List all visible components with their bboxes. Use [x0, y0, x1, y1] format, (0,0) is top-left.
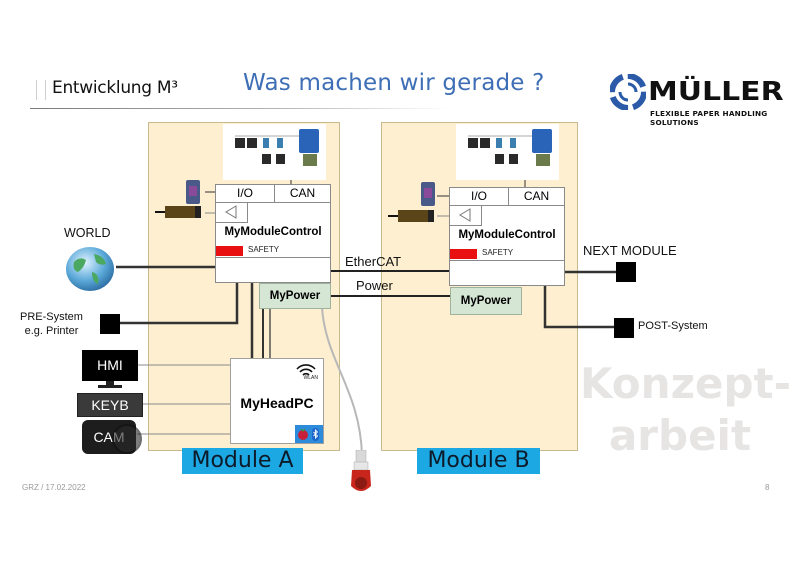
power-unit-a: MyPower: [259, 283, 331, 309]
logo-tagline: FLEXIBLE PAPER HANDLING SOLUTIONS: [650, 109, 768, 127]
pre-system-line-1: PRE-System: [20, 311, 83, 323]
motor-a-icon: [155, 206, 201, 218]
ctrl-divider: [216, 257, 330, 258]
motor-panel-a: [223, 124, 326, 180]
motor-panel-b: [456, 124, 559, 180]
monitor-stand: [106, 381, 114, 385]
section-title: Entwicklung M³: [52, 78, 178, 98]
power-plug-icon: [351, 450, 371, 491]
io-port: I/O: [450, 188, 509, 205]
sensor-b-icon: [421, 182, 435, 206]
headpc-icon-strip: [295, 425, 323, 443]
keyboard-device: KEYB: [77, 393, 143, 417]
can-motors-icon: [235, 129, 319, 166]
footer-author-date: GRZ / 17.02.2022: [22, 483, 86, 492]
safety-label: SAFETY: [248, 245, 280, 254]
globe-icon: [66, 247, 114, 291]
ctrl-divider: [450, 260, 564, 261]
post-system-line: [543, 284, 614, 329]
head-pc-name: MyHeadPC: [240, 395, 314, 411]
logo-wordmark: MÜLLER: [648, 77, 784, 107]
post-system-block: [614, 318, 634, 338]
power-unit-b: MyPower: [450, 287, 522, 315]
pre-system-line-2: e.g. Printer: [24, 325, 79, 337]
pre-system-link-line: [120, 281, 239, 325]
muller-logo-icon: [610, 74, 646, 110]
power-cable: [321, 306, 363, 456]
camera-lens-icon: [112, 424, 142, 454]
triangle-left-icon: [459, 208, 471, 222]
module-b-label: Module B: [417, 448, 540, 474]
input-arrow-box: [216, 202, 248, 223]
watermark-line-1: Konzept-: [580, 359, 792, 408]
post-system-label: POST-System: [638, 320, 708, 332]
monitor-base: [98, 385, 122, 388]
controller-name: MyModuleControl: [458, 229, 556, 241]
can-port: CAN: [289, 186, 316, 200]
io-port: I/O: [216, 185, 275, 202]
ctrl-header: I/O CAN: [216, 185, 330, 203]
keyb-label: KEYB: [91, 397, 129, 413]
wlan-label: WLAN: [303, 375, 318, 381]
safety-indicator: [216, 246, 243, 256]
power-label: Power: [356, 278, 393, 293]
triangle-left-icon: [225, 205, 237, 219]
ctrl-header: I/O CAN: [450, 188, 564, 206]
safety-label: SAFETY: [482, 248, 514, 257]
safety-indicator: [450, 249, 477, 259]
module-control-b: I/O CAN MyModuleControl SAFETY: [449, 187, 565, 286]
header-divider-bars: [36, 80, 46, 100]
page-number: 8: [765, 483, 770, 492]
motor-b-icon: [388, 210, 434, 222]
wifi-icon: [296, 364, 316, 376]
can-port: CAN: [523, 189, 550, 203]
module-a-label: Module A: [182, 448, 303, 474]
next-module-block: [616, 262, 636, 282]
can-motors-icon: [468, 129, 552, 166]
concept-watermark: Konzept- arbeit: [580, 358, 792, 462]
world-label: WORLD: [64, 226, 111, 240]
ethercat-label: EtherCAT: [345, 254, 402, 269]
pre-system-label: PRE-System e.g. Printer: [20, 310, 83, 338]
header-rule: [30, 108, 450, 109]
head-pc: WLAN MyHeadPC: [230, 358, 324, 444]
next-module-label: NEXT MODULE: [583, 243, 677, 258]
hmi-monitor: HMI: [82, 350, 138, 381]
controller-name: MyModuleControl: [224, 226, 322, 238]
watermark-line-2: arbeit: [608, 411, 752, 460]
raspberry-bluetooth-icons: [298, 428, 319, 441]
slide-title: Was machen wir gerade ?: [243, 70, 545, 96]
sensor-a-icon: [186, 180, 200, 204]
hmi-label: HMI: [97, 357, 123, 373]
module-control-a: I/O CAN MyModuleControl SAFETY: [215, 184, 331, 283]
pre-system-block: [100, 314, 120, 334]
input-arrow-box: [450, 205, 482, 226]
